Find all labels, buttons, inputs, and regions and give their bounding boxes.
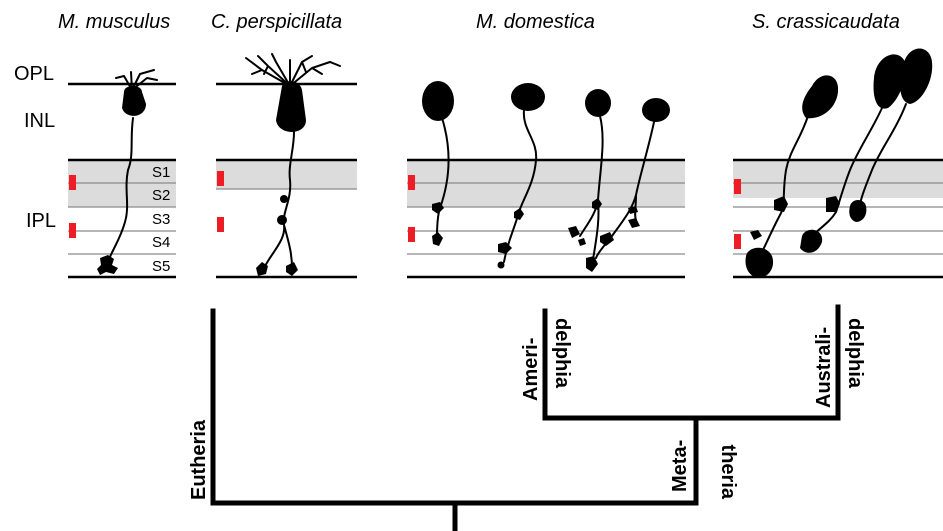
bipolar-cell-carollia xyxy=(245,53,341,276)
tree-ameridelphia-australidelphia-split xyxy=(542,304,841,421)
bipolar-cell-sminthopsis-3 xyxy=(849,48,933,222)
marker-lower xyxy=(734,234,741,249)
species-title-monodelphis: M. domestica xyxy=(476,11,595,33)
species-title-mus: M. musculus xyxy=(58,11,170,33)
bipolar-cell-monodelphis-1 xyxy=(422,81,454,246)
clade-label-metatheria-part2: theria xyxy=(717,445,739,500)
panel-mus: S1 S2 S3 S4 S5 xyxy=(68,69,176,279)
marker-lower xyxy=(69,223,76,238)
marker-lower xyxy=(408,227,415,242)
marker-upper xyxy=(217,171,224,186)
species-title-carollia: C. perspicillata xyxy=(211,11,342,33)
bipolar-cell-mus xyxy=(97,69,158,275)
bipolar-cell-sminthopsis-2 xyxy=(800,54,906,253)
stratum-label-s3: S3 xyxy=(152,211,170,228)
stratum-label-s5: S5 xyxy=(152,258,170,275)
marker-upper xyxy=(734,179,741,194)
bipolar-cell-monodelphis-4 xyxy=(595,98,670,259)
panel-monodelphis xyxy=(407,81,685,279)
clade-label-eutheria: Eutheria xyxy=(188,419,210,500)
marker-upper xyxy=(69,175,76,190)
bipolar-cell-monodelphis-2 xyxy=(497,83,545,269)
stratum-label-s2: S2 xyxy=(152,187,170,204)
stratum-label-s1: S1 xyxy=(152,164,170,181)
marker-lower xyxy=(217,217,224,232)
clade-label-ameridelphia-part2: delphia xyxy=(551,318,573,389)
on-sublamina-shading xyxy=(216,160,357,189)
bipolar-cell-monodelphis-3 xyxy=(568,89,611,272)
layer-label-inl: INL xyxy=(24,110,55,132)
tree-eutheria-metatheria-split xyxy=(210,308,699,506)
layer-label-ipl: IPL xyxy=(26,210,56,232)
clade-label-australidelphia-part1: Australi- xyxy=(813,327,835,408)
clade-label-ameridelphia-part1: Ameri- xyxy=(520,338,542,401)
species-title-sminthopsis: S. crassicaudata xyxy=(752,11,900,33)
panel-sminthopsis xyxy=(733,48,943,279)
on-sublamina-shading xyxy=(733,160,943,198)
phylogenetic-tree xyxy=(210,304,841,531)
marker-upper xyxy=(408,175,415,190)
panel-carollia xyxy=(216,53,357,279)
bipolar-cell-sminthopsis-1 xyxy=(745,75,839,278)
layer-label-opl: OPL xyxy=(14,63,54,85)
stratum-label-s4: S4 xyxy=(152,234,170,251)
clade-label-australidelphia-part2: delphia xyxy=(844,318,866,389)
clade-label-metatheria-part1: Meta- xyxy=(669,440,691,492)
